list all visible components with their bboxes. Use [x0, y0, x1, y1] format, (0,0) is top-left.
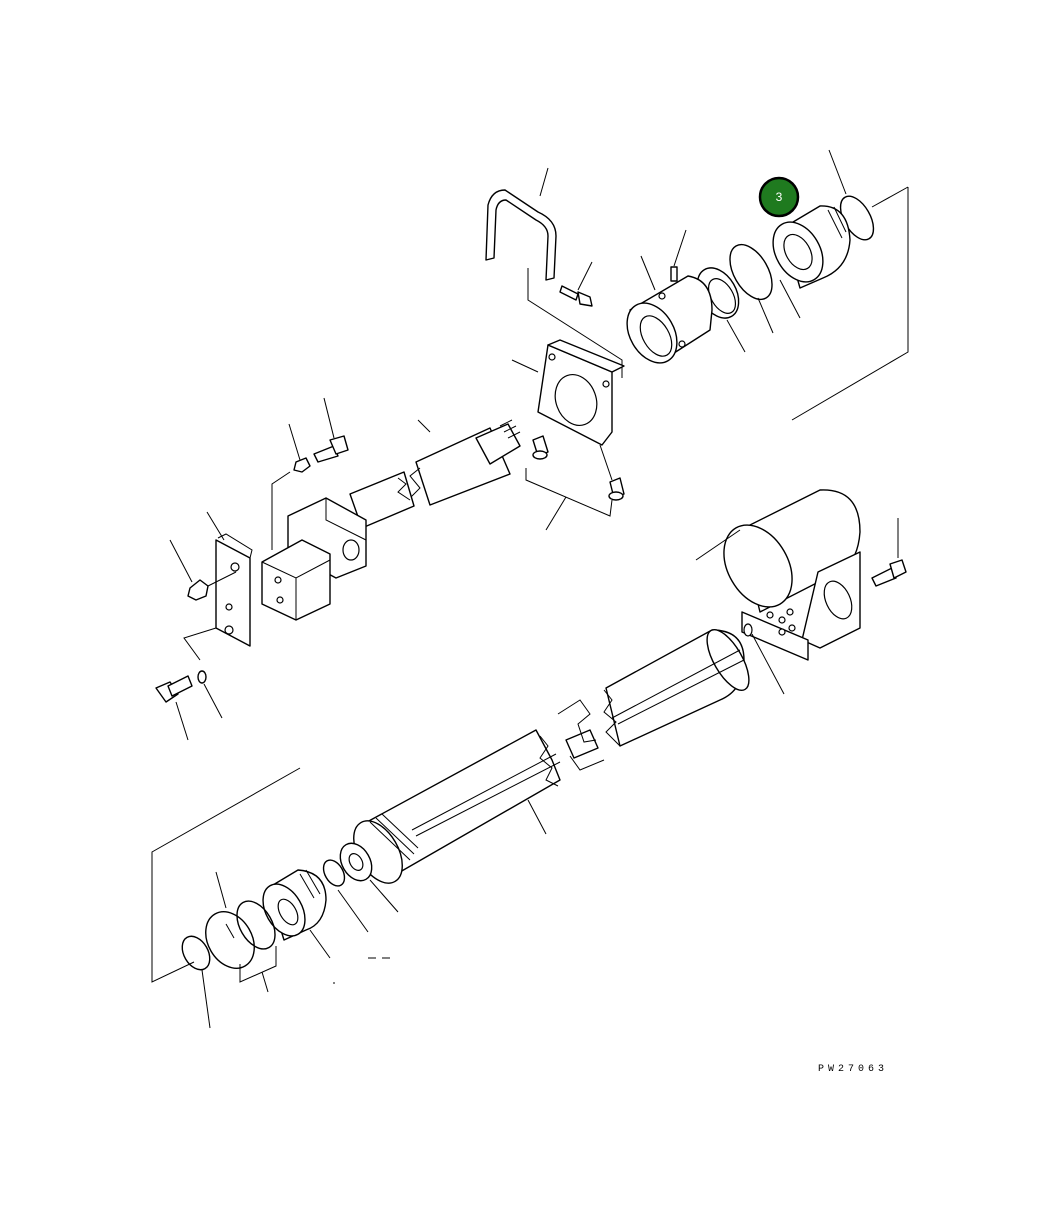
cylinder-tube-group: [695, 489, 907, 695]
piston-rod-group: [349, 419, 521, 529]
grease-fitting: [670, 266, 678, 282]
rod-head-part: [772, 205, 851, 319]
piston-seal-group: [151, 767, 399, 1029]
clamp-bolt: [559, 261, 593, 307]
mount-bracket: [511, 339, 625, 446]
bracket-bolts: [525, 435, 625, 531]
clamp-group: [485, 167, 625, 531]
callout-3-badge[interactable]: 3: [758, 176, 800, 218]
hex-nut: [187, 579, 209, 601]
boss-sleeve: [626, 255, 713, 364]
callout-3-circle[interactable]: [758, 176, 800, 218]
o-ring: [729, 243, 773, 301]
end-block-group: [155, 397, 367, 741]
rod-head-group: [626, 149, 909, 421]
long-rod-group: [353, 629, 750, 884]
callout-3-number: 3: [776, 190, 783, 204]
drawing-code-label: PW27063: [818, 1064, 888, 1075]
